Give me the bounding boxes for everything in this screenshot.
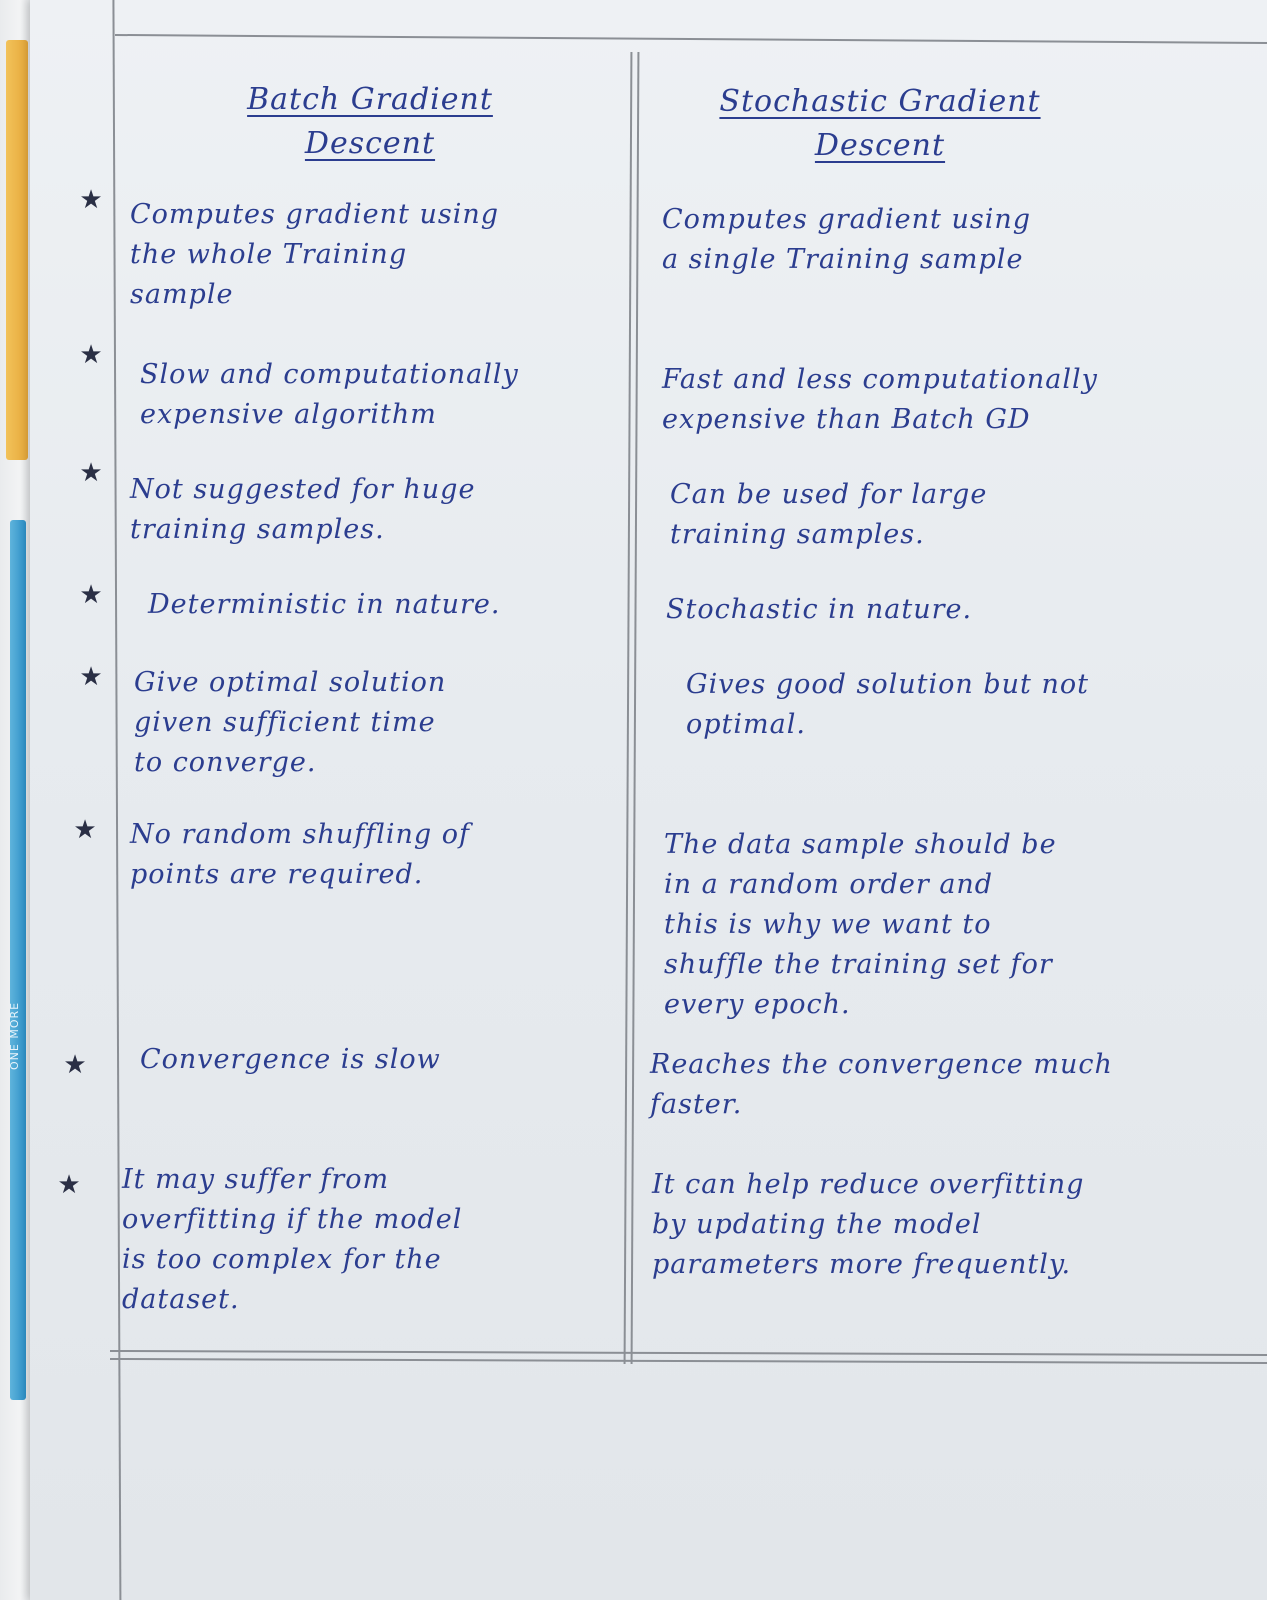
binder-blue-strip [10, 520, 26, 1400]
star-bullet: ★ [79, 340, 103, 370]
center-divider-line-2 [630, 52, 640, 1364]
stochastic-point-1: Computes gradient using a single Trainin… [662, 204, 1032, 275]
notebook-page: Batch Gradient Descent Stochastic Gradie… [30, 0, 1267, 1600]
stochastic-point-8: It can help reduce overfitting by updati… [652, 1169, 1085, 1280]
batch-point-5: Give optimal solution given sufficient t… [134, 667, 447, 778]
stochastic-point-2: Fast and less computationally expensive … [662, 364, 1098, 435]
star-bullet: ★ [73, 815, 97, 845]
stochastic-point-7: Reaches the convergence much faster. [650, 1049, 1113, 1120]
bottom-rule-2 [110, 1357, 1267, 1365]
star-bullet: ★ [57, 1170, 81, 1200]
top-rule [115, 33, 1267, 45]
star-bullet: ★ [63, 1050, 87, 1080]
stochastic-point-4: Stochastic in nature. [666, 594, 973, 625]
batch-point-8: It may suffer from overfitting if the mo… [122, 1164, 463, 1315]
star-bullet: ★ [79, 580, 103, 610]
batch-point-2: Slow and computationally expensive algor… [140, 359, 519, 430]
stochastic-point-5: Gives good solution but not optimal. [686, 669, 1089, 740]
star-bullet: ★ [79, 458, 103, 488]
star-bullet: ★ [79, 185, 103, 215]
stochastic-point-3: Can be used for large training samples. [670, 479, 988, 550]
batch-point-7: Convergence is slow [140, 1044, 441, 1075]
batch-point-1: Computes gradient using the whole Traini… [130, 199, 500, 310]
column-heading-stochastic: Stochastic Gradient Descent [719, 84, 1041, 163]
star-bullet: ★ [79, 662, 103, 692]
binder-yellow-strip [6, 40, 28, 460]
batch-point-6: No random shuffling of points are requir… [130, 819, 470, 890]
batch-point-4: Deterministic in nature. [148, 589, 501, 620]
stochastic-point-6: The data sample should be in a random or… [664, 829, 1057, 1020]
binder-label: ONE MORE [8, 1001, 21, 1070]
bottom-rule [110, 1349, 1267, 1357]
column-heading-batch: Batch Gradient Descent [247, 82, 493, 161]
batch-point-3: Not suggested for huge training samples. [130, 474, 476, 545]
